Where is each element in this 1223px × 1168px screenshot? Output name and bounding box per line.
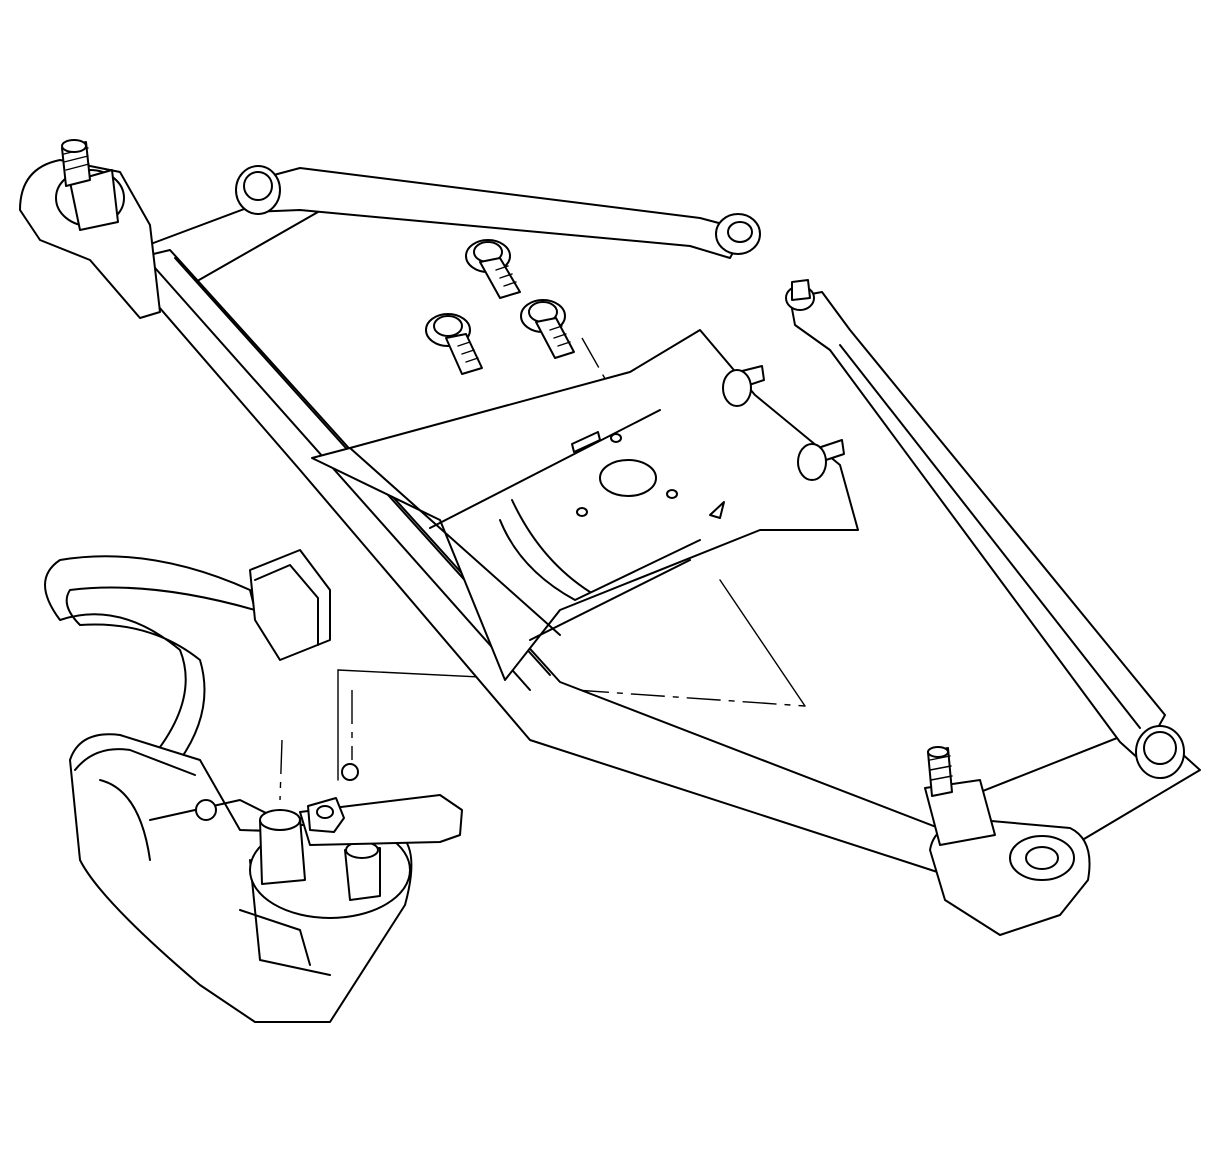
right-drive-link [785, 279, 1185, 779]
plate-hole [610, 433, 622, 443]
bolt-icon [465, 239, 521, 299]
plate-hole-large [599, 459, 657, 497]
plate-hole [576, 507, 588, 517]
bolt-icon [425, 313, 483, 375]
connector-icon [249, 549, 331, 661]
right-pivot [924, 746, 1091, 936]
wiper-motor [69, 733, 463, 1023]
upper-drive-link [235, 165, 761, 259]
plate-hole [666, 489, 678, 499]
wiper-linkage-frame [119, 189, 1201, 881]
motor-electrical-connector [44, 549, 331, 761]
bolt-icon [520, 299, 575, 359]
left-pivot [19, 139, 161, 319]
mounting-bolts [425, 239, 575, 375]
